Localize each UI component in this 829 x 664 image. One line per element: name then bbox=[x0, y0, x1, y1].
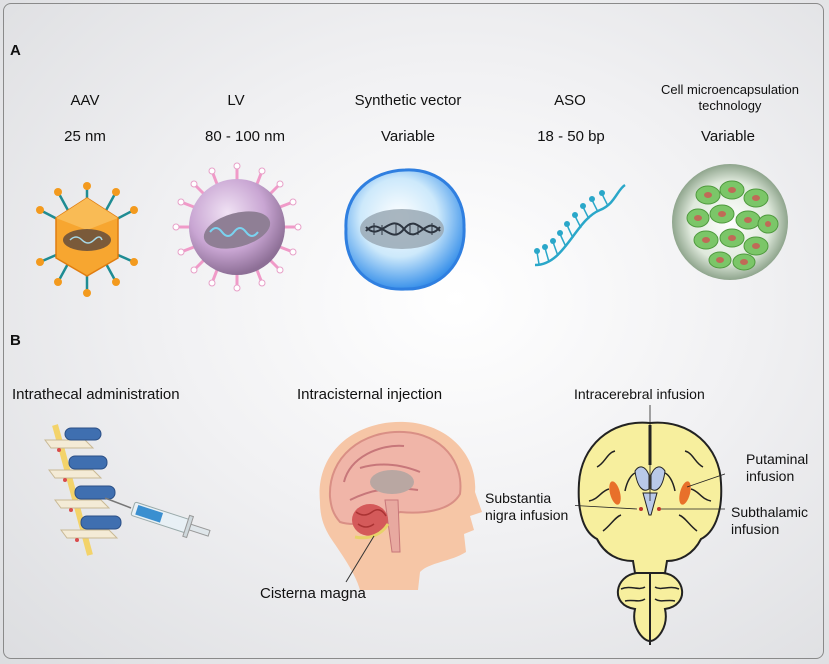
aav-icon bbox=[36, 182, 138, 297]
cell-encapsulation-label-line1: Cell microencapsulation bbox=[660, 82, 800, 97]
lv-label: LV bbox=[227, 92, 245, 109]
synthetic-vector-label: Synthetic vector bbox=[354, 92, 462, 109]
lv-icon bbox=[172, 162, 302, 292]
brain-coronal-icon bbox=[575, 405, 725, 645]
subthalamic-infusion-label: Subthalamic infusion bbox=[731, 504, 808, 538]
synthetic-vector-size: Variable bbox=[381, 128, 435, 145]
aso-size: 18 - 50 bp bbox=[537, 128, 605, 145]
aav-label: AAV bbox=[70, 92, 100, 109]
synthetic-vector-icon bbox=[344, 168, 466, 291]
aav-size: 25 nm bbox=[64, 128, 106, 145]
head-sagittal-icon bbox=[319, 421, 482, 590]
cell-encapsulation-label: Cell microencapsulation technology bbox=[661, 82, 799, 114]
cell-capsule-icon bbox=[672, 164, 788, 280]
intracisternal-title: Intracisternal injection bbox=[297, 386, 443, 403]
aso-icon bbox=[534, 183, 626, 267]
intracerebral-title: Intracerebral infusion bbox=[574, 386, 705, 402]
nigra-label-line1: Substantia bbox=[485, 490, 552, 506]
figure-frame bbox=[3, 3, 824, 659]
lv-size: 80 - 100 nm bbox=[204, 128, 286, 145]
spine-syringe-icon bbox=[44, 424, 211, 556]
nigra-label-line2: nigra infusion bbox=[485, 507, 569, 523]
intrathecal-title: Intrathecal administration bbox=[12, 386, 180, 403]
putaminal-infusion-label: Putaminal infusion bbox=[746, 451, 808, 485]
cell-encapsulation-size: Variable bbox=[701, 128, 755, 145]
cell-encapsulation-label-line2: technology bbox=[698, 98, 762, 113]
putaminal-label-line2: infusion bbox=[746, 468, 795, 484]
subthalamic-label-line1: Subthalamic bbox=[731, 504, 809, 520]
aso-label: ASO bbox=[554, 92, 586, 109]
subthalamic-label-line2: infusion bbox=[731, 521, 780, 537]
substantia-nigra-infusion-label: Substantia nigra infusion bbox=[485, 490, 568, 524]
panel-a-letter: A bbox=[10, 42, 21, 59]
putaminal-label-line1: Putaminal bbox=[746, 451, 809, 467]
cisterna-magna-label: Cisterna magna bbox=[260, 585, 366, 602]
panel-b-letter: B bbox=[10, 332, 21, 349]
